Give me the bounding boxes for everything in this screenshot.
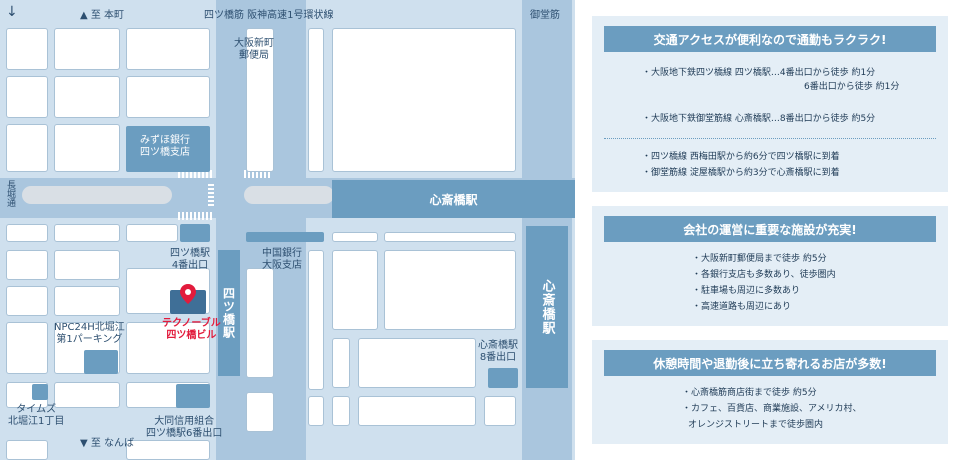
shinsaibashi-station-horizontal: 心斎橋駅 (332, 180, 575, 218)
road-nagahori-surface-2 (244, 186, 334, 204)
daido-bank-building (176, 384, 210, 408)
panel-line: ・御堂筋線 淀屋橋駅から約3分で心斎橋駅に到着 (642, 168, 840, 178)
panel-line: ・各銀行支店も多数あり、徒歩圏内 (692, 270, 836, 280)
city-block (332, 396, 350, 426)
yotsubashi-exit4-building (180, 224, 210, 242)
city-block (126, 224, 178, 242)
city-block (246, 392, 274, 432)
city-block (6, 224, 48, 242)
panel-line: ・カフェ、百貨店、商業施設、アメリカ村、 (682, 404, 862, 414)
city-block (246, 28, 274, 172)
city-block (308, 250, 324, 390)
panel-transport: 交通アクセスが便利なので通勤もラクラク! ・大阪地下鉄四ツ橋線 四ツ橋駅…4番出… (592, 16, 948, 192)
city-block (126, 76, 210, 118)
city-block (6, 322, 48, 374)
crosswalk (178, 170, 212, 178)
city-block (54, 28, 120, 70)
city-block (358, 396, 476, 426)
daido-bank-label: 大同信用組合 四ツ橋駅6番出口 (146, 416, 223, 439)
city-block (308, 28, 324, 172)
shinsaibashi-station-label: 心斎橋駅 (429, 192, 478, 207)
crosswalk (178, 212, 212, 220)
post-office-label: 大阪新町 郵便局 (234, 38, 274, 61)
panel-facilities: 会社の運営に重要な施設が充実! ・大阪新町郵便局まで徒歩 約5分 ・各銀行支店も… (592, 206, 948, 326)
yotsubashi-exit4-label: 四ツ橋駅 4番出口 (170, 248, 210, 271)
chugoku-bank-label: 中国銀行 大阪支店 (262, 248, 302, 271)
shinsaibashi-exit8-building (488, 368, 518, 388)
city-block (332, 250, 378, 330)
city-block (246, 268, 274, 378)
city-block (54, 224, 120, 242)
shinsaibashi-station-v-label: 心斎橋駅 (539, 279, 555, 335)
city-block (332, 232, 378, 242)
yotsubashi-station: 四ツ橋駅 (218, 250, 240, 376)
crosswalk (244, 170, 272, 178)
city-block (6, 76, 48, 118)
times-parking-building (32, 384, 48, 400)
panel-line: ・大阪新町郵便局まで徒歩 約5分 (692, 254, 827, 264)
panel-facilities-title: 会社の運営に重要な施設が充実! (604, 216, 936, 242)
city-block (332, 338, 350, 388)
north-arrow-icon: ↓ (6, 4, 18, 20)
city-block (126, 440, 210, 460)
city-block (308, 396, 324, 426)
panel-line: オレンジストリートまで徒歩圏内 (688, 420, 824, 430)
city-block (384, 232, 516, 242)
city-block (6, 440, 48, 460)
shinsaibashi-station-vertical: 心斎橋駅 (526, 226, 568, 388)
city-block (126, 322, 210, 374)
npc-parking-building (84, 350, 118, 374)
city-block (54, 286, 120, 316)
panel-line: ・高速道路も周辺にあり (692, 302, 792, 312)
nagahori-dori-label: 長堀通 (5, 180, 15, 207)
npc-parking-label: NPC24H北堀江 第1パーキング (54, 322, 125, 345)
times-parking-label: タイムズ 北堀江1丁目 (8, 404, 65, 427)
panel-shops: 休憩時間や退勤後に立ち寄れるお店が多数! ・心斎橋筋商店街まで徒歩 約5分 ・カ… (592, 340, 948, 444)
city-block (384, 250, 516, 330)
mizuho-bank-label: みずほ銀行 四ツ橋支店 (140, 135, 190, 158)
shinsaibashi-exit8-label: 心斎橋駅 8番出口 (478, 340, 518, 363)
city-block (332, 28, 516, 172)
city-block (54, 250, 120, 280)
city-block (6, 286, 48, 316)
panel-line: 6番出口から徒歩 約1分 (804, 82, 900, 92)
area-map: 心斎橋駅 四ツ橋駅 心斎橋駅 ↓ ▲ (0, 0, 575, 460)
panel-transport-title: 交通アクセスが便利なので通勤もラクラク! (604, 26, 936, 52)
panel-line: ・四ツ橋線 西梅田駅から約6分で四ツ橋駅に到着 (642, 152, 840, 162)
city-block (6, 250, 48, 280)
map-pin-icon (170, 284, 206, 314)
yotsubashi-station-label: 四ツ橋駅 (221, 287, 236, 339)
chugoku-bank-building (246, 232, 324, 242)
city-block (6, 124, 48, 172)
top-road-label: 四ツ橋筋 阪神高速1号環状線 (204, 10, 334, 21)
panel-line: ・心斎橋筋商店街まで徒歩 約5分 (682, 388, 817, 398)
city-block (484, 396, 516, 426)
technoble-building-label: テクノーブル 四ツ橋ビル (162, 318, 221, 341)
city-block (6, 28, 48, 70)
midosuji-label: 御堂筋 (530, 10, 560, 21)
panel-line: ・大阪地下鉄御堂筋線 心斎橋駅…8番出口から徒歩 約5分 (642, 114, 876, 124)
mizuho-bank-building (126, 126, 210, 172)
road-nagahori-surface (22, 186, 172, 204)
city-block (54, 124, 120, 172)
city-block (126, 28, 210, 70)
city-block (54, 76, 120, 118)
south-direction-label: ▼ 至 なんば (80, 438, 135, 449)
city-block (358, 338, 476, 388)
divider (604, 138, 936, 139)
crosswalk (208, 184, 214, 206)
panel-line: ・駐車場も周辺に多数あり (692, 286, 801, 296)
north-direction-label: ▲ 至 本町 (80, 10, 125, 21)
panel-shops-title: 休憩時間や退勤後に立ち寄れるお店が多数! (604, 350, 936, 376)
city-block (54, 382, 120, 408)
panel-line: ・大阪地下鉄四ツ橋線 四ツ橋駅…4番出口から徒歩 約1分 (642, 68, 876, 78)
